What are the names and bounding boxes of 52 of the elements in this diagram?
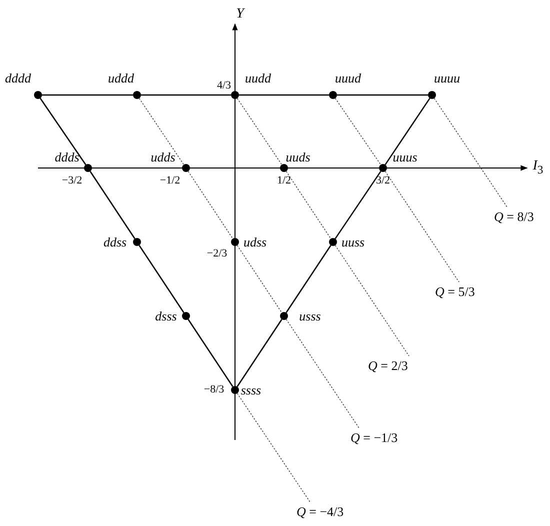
dotted-line bbox=[236, 244, 282, 314]
state-label: uuds bbox=[286, 150, 310, 164]
dotted-line bbox=[334, 98, 382, 166]
charge-label: Q = 5/3 bbox=[435, 282, 475, 302]
axis-label: I$_{3}$ bbox=[532, 160, 544, 176]
dotted-line bbox=[286, 170, 332, 240]
tick-label: −8/3 bbox=[204, 384, 224, 396]
edge-line bbox=[138, 244, 184, 314]
dotted-line bbox=[138, 98, 184, 166]
edge-line bbox=[141, 94, 231, 96]
state-label: usss bbox=[299, 308, 321, 324]
edge-line bbox=[236, 318, 282, 388]
state-label: ssss bbox=[240, 382, 262, 398]
edge-line bbox=[384, 98, 430, 166]
tick-label: −3/2 bbox=[62, 174, 82, 188]
state-label: ddss bbox=[103, 234, 127, 250]
edge-line bbox=[40, 98, 86, 166]
state-label: uuss bbox=[341, 234, 365, 250]
axis-label: Y bbox=[236, 8, 244, 20]
state-label: uuus bbox=[392, 150, 418, 164]
dotted-line bbox=[236, 98, 282, 166]
edge-line bbox=[90, 170, 136, 240]
state-label: dsss bbox=[155, 308, 177, 324]
tick-label: 1/2 bbox=[276, 174, 292, 188]
state-label: udss bbox=[243, 234, 267, 250]
edge-line bbox=[334, 170, 382, 240]
charge-label: Q = 8/3 bbox=[494, 207, 534, 227]
tick-label: 3/2 bbox=[376, 174, 390, 188]
edge-line bbox=[337, 94, 428, 96]
edge-line bbox=[239, 94, 329, 96]
edge-line bbox=[286, 244, 332, 314]
dotted-line bbox=[334, 244, 410, 356]
dotted-line bbox=[286, 318, 360, 428]
edge-line bbox=[188, 318, 234, 388]
state-label: uddd bbox=[108, 70, 134, 86]
edge-line bbox=[42, 94, 133, 96]
dotted-line bbox=[384, 170, 460, 282]
tick-label: −1/2 bbox=[160, 174, 180, 188]
state-label: uuuu bbox=[434, 70, 460, 86]
charge-label: Q = −1/3 bbox=[350, 428, 398, 448]
dotted-line bbox=[188, 170, 234, 240]
dotted-line bbox=[236, 392, 310, 502]
state-label: ddds bbox=[54, 150, 80, 164]
state-label: dddd bbox=[5, 70, 31, 86]
tick-label: 4/3 bbox=[216, 80, 232, 92]
state-label: uuud bbox=[335, 70, 361, 86]
charge-label: Q = −4/3 bbox=[296, 502, 344, 522]
dotted-line bbox=[434, 98, 508, 208]
state-label: uudd bbox=[245, 70, 271, 86]
state-label: udds bbox=[150, 150, 176, 164]
charge-label: Q = 2/3 bbox=[368, 356, 408, 376]
tick-label: −2/3 bbox=[206, 248, 228, 260]
